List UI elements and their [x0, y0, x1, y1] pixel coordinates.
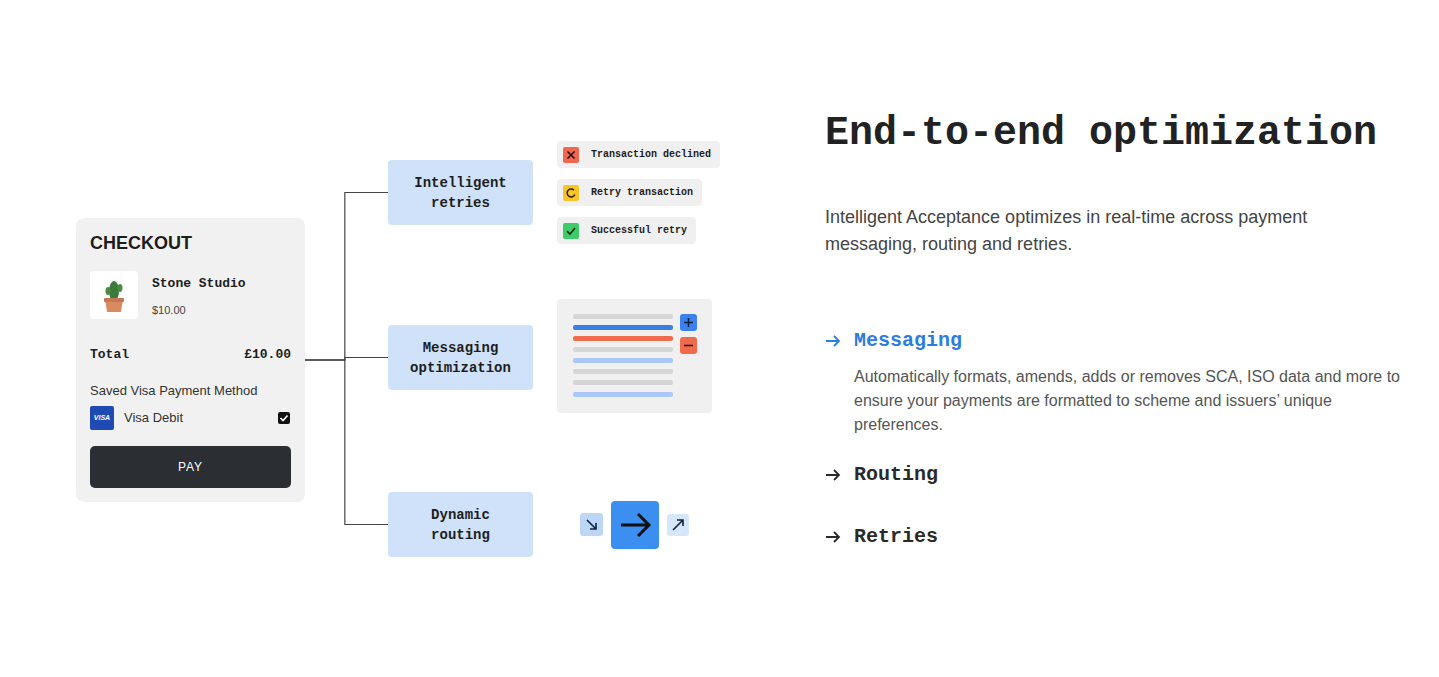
minus-symbol [684, 345, 693, 347]
method-label: Saved Visa Payment Method [90, 383, 257, 399]
cactus-arm [118, 284, 123, 292]
remove-button [680, 337, 697, 354]
data-line [573, 358, 673, 363]
total-label: Total [90, 347, 129, 363]
icon-tile [563, 147, 579, 163]
bracket-connector [305, 193, 388, 361]
add-button [680, 314, 697, 331]
messaging-panel [557, 299, 712, 413]
bracket-connector [305, 360, 388, 525]
card-badge: VISA [90, 406, 114, 430]
pot-rim [104, 298, 124, 302]
retry-icon [563, 185, 579, 201]
route-tile [611, 501, 659, 549]
routing-icons [580, 501, 689, 549]
node-label: Messaging optimization [400, 338, 521, 378]
status-pill: Successful retry [557, 217, 696, 244]
check-mark [567, 228, 575, 234]
process-box: Intelligent retries [388, 160, 533, 225]
check-mark [281, 416, 288, 421]
node-label: VISA [94, 414, 110, 422]
icon-tile [563, 223, 579, 239]
declined-icon [563, 147, 579, 163]
product-image [90, 271, 138, 319]
route-arrow [673, 520, 683, 530]
data-line [573, 336, 673, 341]
card-heading: CHECKOUT [90, 232, 192, 254]
option-heading: Routing [854, 463, 938, 487]
panel-ground [557, 299, 712, 413]
node-label: Retry transaction [591, 179, 693, 206]
icon-tile [563, 185, 579, 201]
flower-pot [105, 299, 123, 312]
checkbox-box [278, 412, 290, 424]
option-text: Automatically formats, amends, adds or r… [854, 365, 1402, 437]
data-line [573, 347, 673, 352]
route-tile [580, 513, 603, 536]
option-heading: Retries [854, 525, 938, 549]
route-tile [667, 514, 689, 536]
spinner-arc [567, 188, 575, 196]
success-icon [563, 223, 579, 239]
pay-button: PAY [90, 446, 291, 488]
route-arrow [621, 514, 649, 536]
data-line [573, 325, 673, 330]
bullet-arrow [826, 336, 839, 346]
checkbox [278, 412, 290, 424]
node-label: Successful retry [591, 217, 687, 244]
bullet-arrow [826, 532, 839, 542]
cross-mark [568, 151, 575, 158]
data-line [573, 392, 673, 397]
process-box: Dynamic routing [388, 492, 533, 557]
method-name: Visa Debit [124, 410, 183, 426]
page-title: End-to-end optimization [825, 111, 1377, 157]
node-label: Intelligent retries [400, 173, 521, 213]
data-line [573, 314, 673, 319]
intro-text: Intelligent Acceptance optimizes in real… [825, 204, 1385, 258]
node-label: PAY [178, 460, 203, 474]
process-box: Messaging optimization [388, 325, 533, 390]
checkout-card: CHECKOUT Stone Studio $10.00Total £10.00Sav… [76, 218, 305, 502]
product-price: $10.00 [152, 303, 186, 317]
status-pill: Retry transaction [557, 179, 702, 206]
bullet-arrow [826, 470, 839, 480]
data-line [573, 369, 673, 374]
total-amount: £10.00 [244, 347, 291, 363]
data-line [573, 380, 673, 385]
plus-symbol [684, 318, 693, 327]
cactus-arm [106, 287, 111, 295]
list-arrows [826, 336, 839, 542]
option-heading: Messaging [854, 329, 962, 353]
node-label: Transaction declined [591, 141, 711, 168]
image-ground [90, 271, 138, 319]
route-arrow [587, 520, 596, 529]
product-name: Stone Studio [152, 276, 246, 292]
node-label: Dynamic routing [400, 505, 521, 545]
status-pill: Transaction declined [557, 141, 720, 168]
